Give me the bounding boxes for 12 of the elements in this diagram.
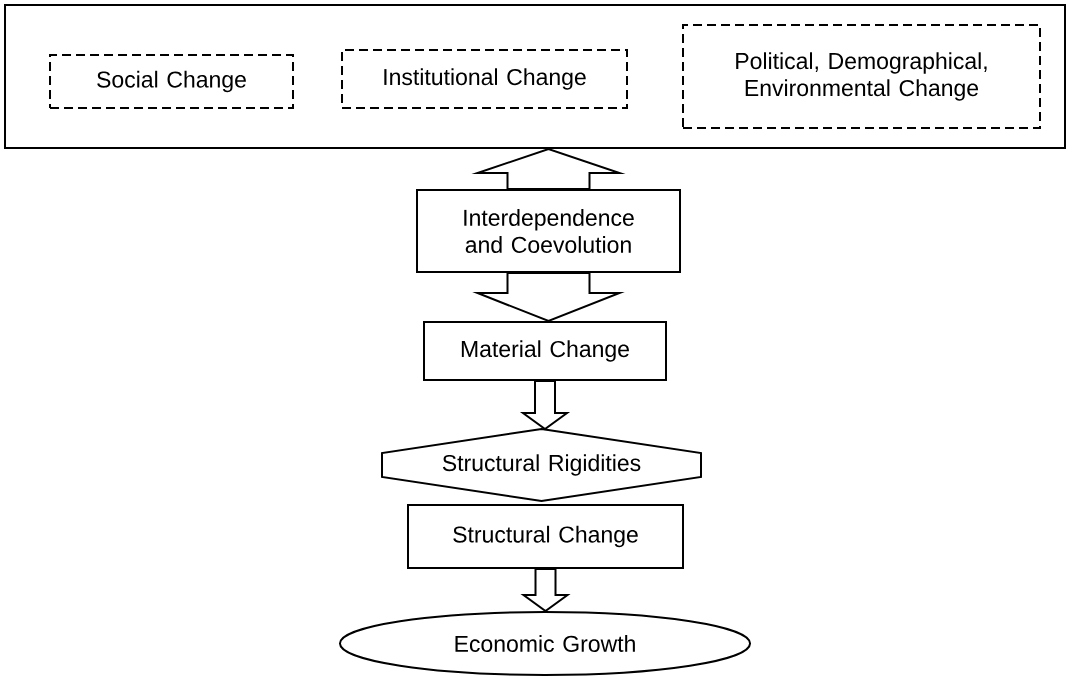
- process-box: Structural Change: [407, 504, 684, 569]
- block-arrow: [520, 568, 571, 613]
- block-arrow: [519, 380, 571, 431]
- hexagon-box: Structural Rigidities: [381, 428, 702, 502]
- dashed-box: Social Change: [49, 54, 294, 109]
- block-arrow: [471, 147, 626, 190]
- process-box: Interdependence and Coevolution: [416, 189, 681, 273]
- process-box: Material Change: [423, 321, 667, 381]
- outer-box: [4, 4, 1066, 149]
- dashed-box: Political, Demographical, Environmental Change: [682, 24, 1041, 129]
- dashed-box: Institutional Change: [341, 49, 628, 109]
- block-arrow: [472, 272, 625, 323]
